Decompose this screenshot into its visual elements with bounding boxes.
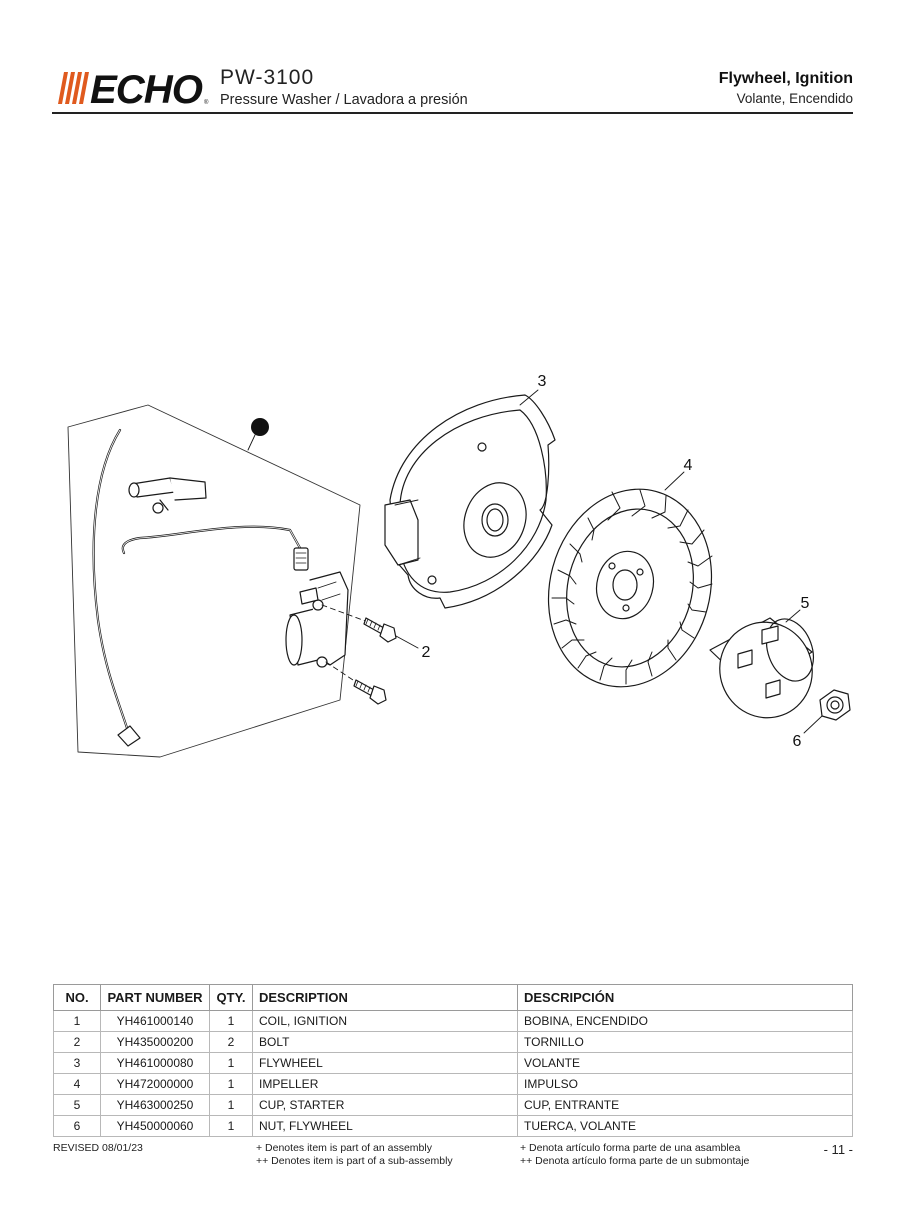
notes-english: + Denotes item is part of an assembly ++… [256, 1142, 453, 1168]
callout-6: 6 [793, 733, 802, 750]
cell-qty: 1 [209, 1094, 253, 1116]
flywheel-nut [819, 689, 851, 721]
ignition-wire [121, 525, 302, 555]
cell-qty: 1 [209, 1010, 253, 1032]
cell-description: CUP, STARTER [252, 1094, 518, 1116]
logo-stripes [58, 72, 89, 104]
assembly-outline [67, 404, 361, 758]
cell-part-number: YH450000060 [100, 1115, 210, 1137]
starter-cup [709, 617, 814, 719]
cell-qty: 1 [209, 1073, 253, 1095]
note-assembly-en: + Denotes item is part of an assembly [256, 1142, 432, 1154]
echo-logo: ECHO ® [58, 70, 209, 106]
callout-1-badge [251, 418, 269, 436]
table-row: 2 YH435000200 2 BOLT TORNILLO [53, 1031, 853, 1053]
cell-no: 5 [53, 1094, 101, 1116]
cell-qty: 2 [209, 1031, 253, 1053]
note-assembly-es: + Denota artículo forma parte de una asa… [520, 1142, 741, 1154]
spark-plug-boot [128, 477, 207, 514]
header-descripcion: DESCRIPCIÓN [517, 984, 853, 1011]
cell-description: FLYWHEEL [252, 1052, 518, 1074]
bolt-lower [353, 679, 387, 705]
product-subtitle: Pressure Washer / Lavadora a presión [220, 92, 468, 108]
impeller [547, 488, 713, 688]
cell-part-number: YH461000140 [100, 1010, 210, 1032]
parts-table: NO. PART NUMBER QTY. DESCRIPTION DESCRIP… [53, 984, 853, 1137]
svg-text:®: ® [204, 99, 209, 106]
table-header-row: NO. PART NUMBER QTY. DESCRIPTION DESCRIP… [53, 984, 853, 1011]
cell-no: 4 [53, 1073, 101, 1095]
header-description: DESCRIPTION [252, 984, 518, 1011]
cell-description: IMPELLER [252, 1073, 518, 1095]
table-row: 3 YH461000080 1 FLYWHEEL VOLANTE [53, 1052, 853, 1074]
cell-qty: 1 [209, 1052, 253, 1074]
cell-description: NUT, FLYWHEEL [252, 1115, 518, 1137]
bolt-upper [363, 617, 397, 643]
cell-no: 3 [53, 1052, 101, 1074]
model-number: PW-3100 [220, 66, 315, 89]
header-part-number: PART NUMBER [100, 984, 210, 1011]
page-header: ECHO ® PW-3100 Pressure Washer / Lavador… [52, 62, 853, 114]
cell-description: BOLT [252, 1031, 518, 1053]
table-row: 6 YH450000060 1 NUT, FLYWHEEL TUERCA, VO… [53, 1115, 853, 1137]
cell-descripcion: TORNILLO [517, 1031, 853, 1053]
cell-part-number: YH435000200 [100, 1031, 210, 1053]
callout-3: 3 [538, 373, 547, 390]
cell-part-number: YH461000080 [100, 1052, 210, 1074]
cell-description: COIL, IGNITION [252, 1010, 518, 1032]
callout-4: 4 [684, 457, 693, 474]
cell-descripcion: BOBINA, ENCENDIDO [517, 1010, 853, 1032]
note-subassembly-es: ++ Denota artículo forma parte de un sub… [520, 1155, 750, 1167]
logo-wordmark: ECHO [90, 70, 203, 106]
section-title: Flywheel, Ignition [718, 70, 853, 87]
table-row: 1 YH461000140 1 COIL, IGNITION BOBINA, E… [53, 1010, 853, 1032]
revised-date: REVISED 08/01/23 [53, 1142, 143, 1154]
cell-no: 1 [53, 1010, 101, 1032]
callout-1: 1 [256, 420, 265, 437]
flywheel [384, 394, 556, 609]
page-number: - 11 - [823, 1142, 853, 1157]
cell-descripcion: VOLANTE [517, 1052, 853, 1074]
note-subassembly-en: ++ Denotes item is part of a sub-assembl… [256, 1155, 453, 1167]
notes-spanish: + Denota artículo forma parte de una asa… [520, 1142, 749, 1168]
cell-part-number: YH463000250 [100, 1094, 210, 1116]
section-subtitle: Volante, Encendido [736, 91, 853, 106]
table-row: 4 YH472000000 1 IMPELLER IMPULSO [53, 1073, 853, 1095]
exploded-parts-diagram: 1 2 3 4 5 6 [67, 373, 851, 758]
header-divider [52, 112, 853, 114]
cell-qty: 1 [209, 1115, 253, 1137]
callout-5: 5 [801, 595, 810, 612]
cell-no: 6 [53, 1115, 101, 1137]
table-row: 5 YH463000250 1 CUP, STARTER CUP, ENTRAN… [53, 1094, 853, 1116]
header-no: NO. [53, 984, 101, 1011]
cell-no: 2 [53, 1031, 101, 1053]
callout-2: 2 [422, 644, 431, 661]
header-qty: QTY. [209, 984, 253, 1011]
cell-part-number: YH472000000 [100, 1073, 210, 1095]
cell-descripcion: TUERCA, VOLANTE [517, 1115, 853, 1137]
ignition-coil [285, 571, 349, 668]
cell-descripcion: CUP, ENTRANTE [517, 1094, 853, 1116]
ground-wire [92, 428, 129, 730]
cell-descripcion: IMPULSO [517, 1073, 853, 1095]
